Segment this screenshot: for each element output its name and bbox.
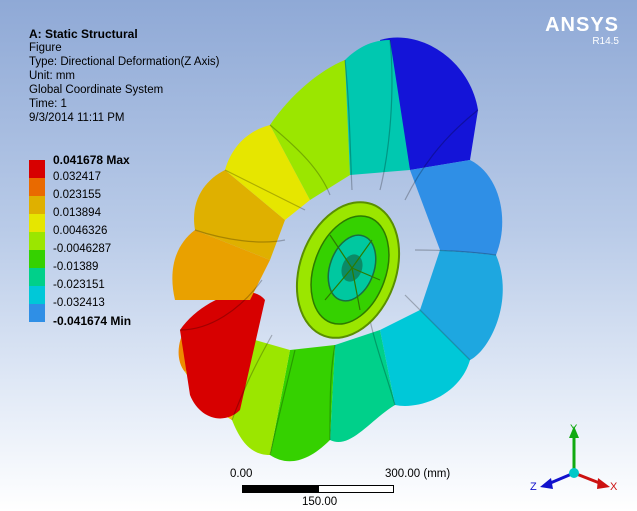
x-axis-label: X xyxy=(610,481,618,493)
blade-sector xyxy=(270,345,335,462)
legend-max-label: 0.041678 Max xyxy=(53,153,130,167)
scale-mid-label: 150.00 xyxy=(302,496,338,508)
blade-sector xyxy=(270,60,350,200)
legend-label: -0.01389 xyxy=(53,261,99,273)
blade-sector xyxy=(172,230,270,300)
scale-segment-black xyxy=(242,485,318,493)
legend-label: -0.032413 xyxy=(53,297,105,309)
scale-bar: 0.00 300.00 (mm) 150.00 xyxy=(230,468,450,508)
scale-right-label: 300.00 (mm) xyxy=(385,468,451,480)
scale-segment-white xyxy=(318,485,394,493)
triad-center[interactable] xyxy=(569,468,579,478)
blade-sector xyxy=(420,250,503,360)
legend-swatch xyxy=(29,250,45,268)
blade-sector xyxy=(345,40,410,175)
legend-label: 0.013894 xyxy=(53,207,101,219)
timestamp: 9/3/2014 11:11 PM xyxy=(29,112,125,124)
blade-sector xyxy=(380,310,470,406)
legend-swatch xyxy=(29,286,45,304)
legend-label: -0.0046287 xyxy=(53,243,112,255)
unit-label: Unit: mm xyxy=(29,70,75,82)
coordinate-system: Global Coordinate System xyxy=(29,84,164,96)
axis-triad[interactable]: Y X Z xyxy=(528,418,618,498)
analysis-title: A: Static Structural xyxy=(29,27,138,41)
time-label: Time: 1 xyxy=(29,98,67,110)
result-info: A: Static Structural Figure Type: Direct… xyxy=(29,27,219,125)
scale-left-label: 0.00 xyxy=(230,468,253,480)
legend-swatch xyxy=(29,268,45,286)
blade-sector xyxy=(330,330,395,442)
blade-sector xyxy=(194,170,285,260)
y-axis-label: Y xyxy=(570,423,578,435)
legend-swatch xyxy=(29,178,45,196)
brand-name: ANSYS xyxy=(545,14,619,36)
legend-min-label: -0.041674 Min xyxy=(53,314,132,328)
legend-label: 0.023155 xyxy=(53,189,101,201)
z-axis-label: Z xyxy=(530,481,537,493)
result-type: Type: Directional Deformation(Z Axis) xyxy=(29,56,220,68)
legend-label: -0.023151 xyxy=(53,279,105,291)
legend-label: 0.0046326 xyxy=(53,225,108,237)
ansys-logo: ANSYS R14.5 xyxy=(545,14,619,47)
blade-sector xyxy=(232,340,290,455)
legend-swatch xyxy=(29,214,45,232)
x-axis-arrow xyxy=(573,471,603,486)
legend-swatch xyxy=(29,196,45,214)
legend-swatch xyxy=(29,232,45,250)
legend-swatch xyxy=(29,160,45,178)
blade-sector xyxy=(410,160,503,255)
blade-sector-max xyxy=(180,291,265,419)
legend-swatch xyxy=(29,304,45,322)
blade-sector xyxy=(225,125,310,220)
version-label: R14.5 xyxy=(592,36,619,47)
figure-label: Figure xyxy=(29,42,62,54)
legend-label: 0.032417 xyxy=(53,171,101,183)
